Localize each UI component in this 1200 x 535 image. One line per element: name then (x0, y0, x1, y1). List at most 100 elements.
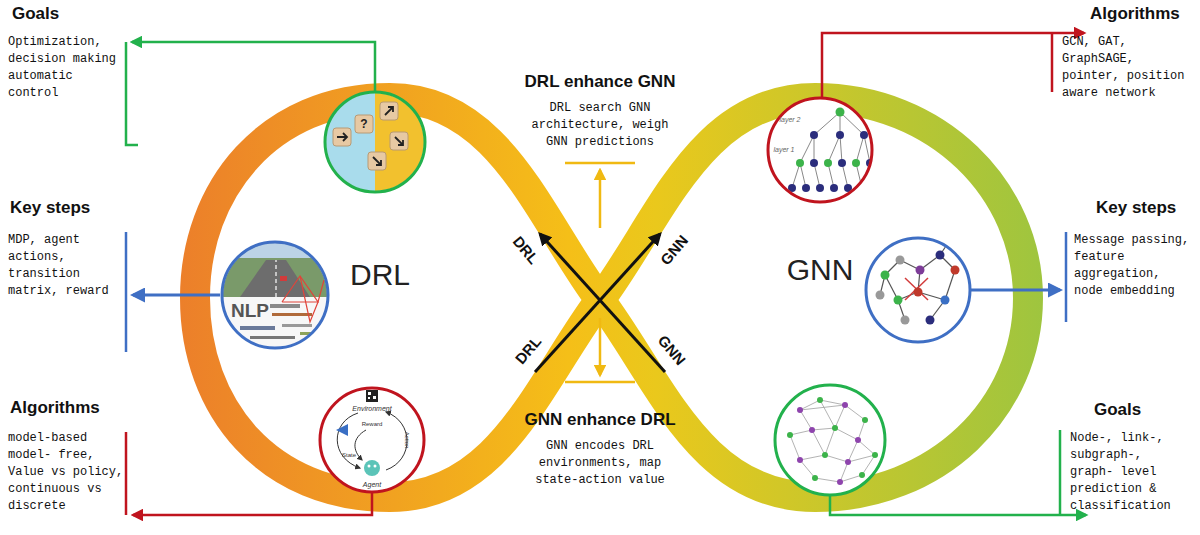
rl-loop-illustration (374, 465, 377, 468)
annotation-leaders (1065, 232, 1068, 322)
arrow-label: GNN (657, 232, 691, 268)
molecule-illustration (905, 278, 928, 300)
network-illustration (790, 400, 875, 482)
annotation-heading: Key steps (10, 198, 90, 218)
network-illustration (797, 402, 861, 485)
network-illustration (775, 385, 885, 495)
annotation-heading: Algorithms (10, 398, 100, 418)
tree-illustration (768, 98, 874, 202)
network-illustration (825, 428, 835, 455)
network-illustration (832, 425, 838, 431)
annotation-leaders (125, 232, 128, 352)
annotation-leaders (125, 432, 128, 515)
annotation-leaders (132, 42, 375, 95)
loop-region: GNN (770, 248, 870, 292)
rl-loop-illustration (337, 413, 360, 468)
network-illustration (797, 457, 803, 463)
arrow-label: DRL (510, 233, 543, 268)
illustration-text: Action (404, 432, 410, 449)
molecule-illustration (880, 240, 955, 320)
crossing-arrows (535, 234, 665, 372)
nlp-illustration (222, 242, 328, 297)
molecule-illustration (881, 271, 890, 280)
nlp-illustration (222, 297, 328, 349)
annotation-leaders (1059, 430, 1062, 515)
dice-symbol: ? (360, 117, 367, 131)
rl-loop-illustration (366, 390, 378, 402)
annotation-heading: Goals (1094, 400, 1141, 420)
rl-loop-illustration (320, 388, 424, 492)
node-label: DRL (350, 258, 410, 292)
network-illustration (872, 452, 878, 458)
network-illustration (858, 440, 875, 455)
network-illustration (820, 400, 845, 405)
tree-illustration (810, 159, 818, 167)
dice-illustration (337, 107, 403, 165)
molecule-illustration (946, 236, 955, 245)
dice-illustration (320, 88, 435, 198)
crossing-arrows (535, 234, 660, 372)
tree-illustration (836, 131, 844, 139)
center-markers (565, 162, 635, 165)
tree-illustration (796, 159, 804, 167)
tree-illustration (768, 98, 872, 202)
nlp-illustration (240, 326, 275, 330)
molecule-illustration (951, 266, 960, 275)
tree-illustration (768, 98, 872, 202)
nlp-illustration (300, 276, 324, 322)
network-illustration (815, 478, 840, 482)
node-label: GNN (787, 253, 854, 287)
tree-illustration (824, 159, 832, 167)
illustration-text: layer 1 (773, 146, 794, 153)
molecule-illustration (905, 278, 928, 300)
tree-illustration (838, 159, 846, 167)
rl-loop-illustration (368, 397, 370, 399)
network-illustration (800, 455, 825, 460)
nlp-illustration (280, 276, 287, 281)
network-illustration (812, 428, 835, 430)
illustration-text: Reward (362, 421, 383, 427)
tree-illustration (836, 108, 845, 117)
molecule-illustration (866, 238, 970, 342)
network-illustration (845, 459, 851, 465)
network-illustration (842, 402, 848, 408)
network-illustration (840, 462, 848, 482)
infinity-band (195, 98, 1028, 497)
molecule-illustration (866, 236, 970, 343)
network-illustration (855, 437, 861, 443)
tree-illustration (802, 184, 810, 192)
network-illustration (787, 397, 878, 485)
arrow-label: GNN (655, 332, 689, 368)
annotation-heading: Goals (12, 4, 59, 24)
nlp-illustration (222, 242, 328, 349)
network-illustration (787, 432, 793, 438)
rl-loop-illustration (373, 396, 376, 399)
dice-illustration (320, 88, 435, 198)
annotation-heading: Key steps (1096, 198, 1176, 218)
network-illustration (825, 455, 848, 462)
center-markers (599, 318, 602, 375)
center-markers (599, 170, 602, 228)
network-illustration (775, 385, 885, 495)
nlp-illustration (222, 242, 328, 349)
molecule-illustration (914, 288, 923, 297)
network-illustration (862, 417, 868, 423)
tree-illustration (840, 135, 842, 163)
annotation-leaders (126, 42, 138, 145)
tree-illustration (816, 184, 824, 192)
annotation-body: Node-, link-, subgraph-, graph- level pr… (1070, 430, 1182, 515)
section-body: DRL search GNN architecture, weigh GNN p… (527, 100, 673, 151)
network-illustration (797, 407, 803, 413)
tree-illustration (830, 184, 838, 192)
crossing-arrows (540, 234, 665, 372)
network-illustration (848, 440, 858, 462)
network-illustration (800, 405, 845, 410)
network-illustration (817, 397, 823, 403)
dice-illustration (325, 92, 425, 192)
network-illustration (835, 428, 858, 440)
tree-illustration (792, 112, 870, 188)
molecule-illustration (901, 316, 910, 325)
rl-loop-illustration (368, 465, 371, 468)
tree-illustration (864, 135, 870, 163)
rl-loop-illustration (336, 390, 407, 476)
